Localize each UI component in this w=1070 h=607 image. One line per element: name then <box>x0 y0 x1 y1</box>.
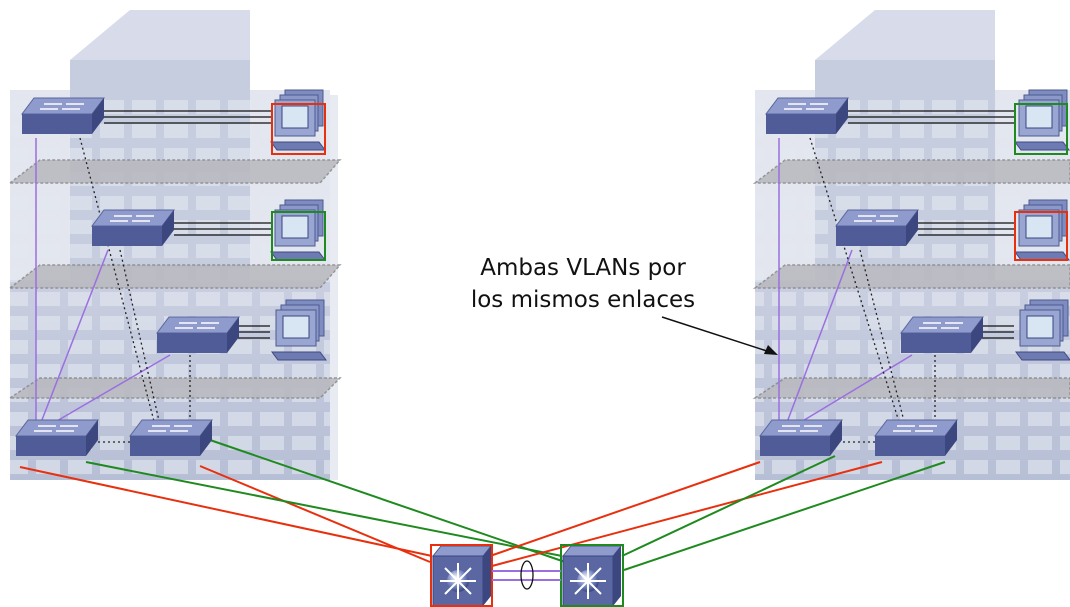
left-floor-slabs <box>7 159 342 399</box>
annotation-line-1: Ambas VLANs por <box>480 255 686 281</box>
left-access-switch-3 <box>156 316 240 354</box>
left-distribution-switch-1 <box>15 419 99 457</box>
right-pc-1-vlan-green-frame <box>1014 103 1068 155</box>
right-distribution-switch-2 <box>874 419 958 457</box>
annotation-line-2: los mismos enlaces <box>470 287 696 313</box>
left-access-switch-1 <box>21 97 105 135</box>
left-access-switch-2 <box>91 209 175 247</box>
right-pc-2-vlan-red-frame <box>1014 211 1068 261</box>
core-switch-green <box>560 544 624 607</box>
right-access-switch-1 <box>765 97 849 135</box>
core-switch-red <box>430 544 493 607</box>
left-pc-2-vlan-green-frame <box>271 211 326 261</box>
right-access-switch-3 <box>900 316 984 354</box>
core-etherchannel <box>492 560 561 590</box>
annotation-arrow <box>661 316 778 355</box>
right-distribution-switch-1 <box>759 419 843 457</box>
vlan-trunk-annotation: Ambas VLANs por los mismos enlaces <box>448 252 718 316</box>
right-access-switch-2 <box>835 209 919 247</box>
right-access-links <box>778 110 1016 443</box>
left-pc-1-vlan-red-frame <box>271 103 326 155</box>
left-distribution-switch-2 <box>129 419 213 457</box>
left-access-links <box>35 110 272 443</box>
right-floor-slabs <box>752 159 1070 399</box>
core-uplinks <box>19 439 946 571</box>
